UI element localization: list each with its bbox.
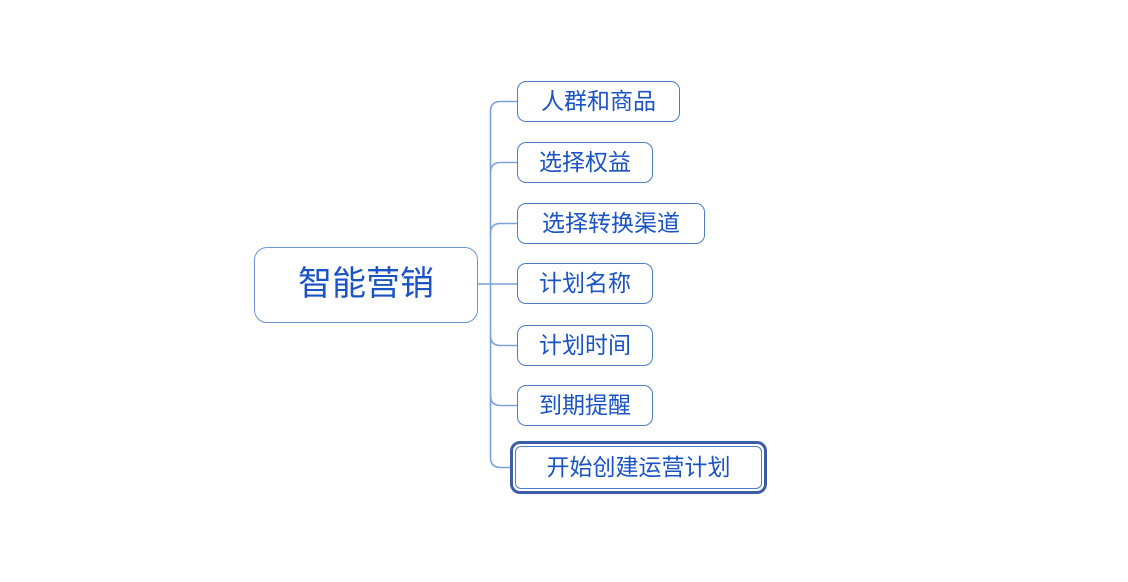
node-select-conversion-channel[interactable]: 选择转换渠道 <box>517 203 705 244</box>
branch-5 <box>489 335 517 347</box>
node-start-create-operation-plan-selected[interactable]: 开始创建运营计划 <box>510 441 767 494</box>
branch-6 <box>489 395 517 407</box>
node-plan-time[interactable]: 计划时间 <box>517 325 653 366</box>
node-label: 开始创建运营计划 <box>546 455 731 480</box>
node-label: 计划名称 <box>539 271 631 296</box>
node-label: 选择转换渠道 <box>542 211 680 236</box>
node-plan-name[interactable]: 计划名称 <box>517 263 653 304</box>
node-label: 到期提醒 <box>539 393 631 418</box>
branch-3 <box>489 222 517 234</box>
root-node-label: 智能营销 <box>298 266 434 303</box>
node-select-benefits[interactable]: 选择权益 <box>517 142 653 183</box>
root-node-smart-marketing[interactable]: 智能营销 <box>254 247 478 323</box>
node-start-create-operation-plan[interactable]: 开始创建运营计划 <box>515 446 762 489</box>
branch-7 <box>489 457 510 469</box>
node-expiry-reminder[interactable]: 到期提醒 <box>517 385 653 426</box>
node-audience-and-products[interactable]: 人群和商品 <box>517 81 680 122</box>
node-label: 人群和商品 <box>541 89 656 114</box>
node-label: 计划时间 <box>539 333 631 358</box>
branch-1 <box>489 100 517 112</box>
node-label: 选择权益 <box>539 150 631 175</box>
branch-2 <box>489 161 517 173</box>
